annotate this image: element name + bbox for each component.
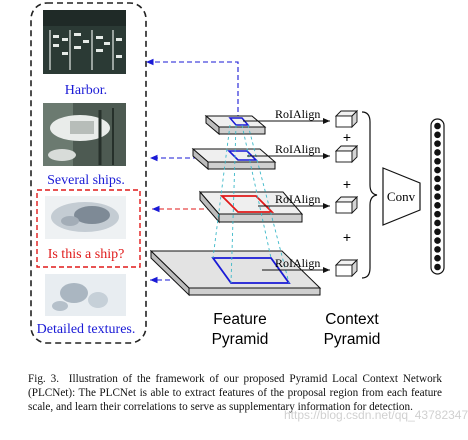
- plus-icon-3: +: [343, 229, 351, 245]
- output-vector-dot: [434, 254, 441, 262]
- feature-map-level-4: [149, 249, 322, 297]
- output-vector-dot: [434, 122, 441, 130]
- output-vector-dot: [434, 246, 441, 253]
- left-panel-dashed-frame: [30, 2, 147, 344]
- blue-dashed-arrows: [146, 58, 239, 284]
- roialign-label-2: RoIAlign: [275, 142, 320, 156]
- output-vector-dot: [434, 149, 441, 156]
- context-feature-box-3: [334, 195, 359, 215]
- output-vector-dot: [434, 202, 441, 209]
- output-vector-dot: [434, 237, 441, 244]
- roialign-arrows: [243, 118, 330, 273]
- figure-caption: Fig. 3. Illustration of the framework of…: [28, 372, 442, 414]
- output-vector-dot: [434, 131, 441, 139]
- proposal-ship-image: [45, 196, 126, 239]
- roialign-label-4: RoIAlign: [275, 256, 320, 270]
- roialign-label-1: RoIAlign: [275, 107, 320, 121]
- label-harbor: Harbor.: [65, 83, 107, 98]
- several-ships-image: [43, 103, 126, 166]
- feature-map-level-2: [191, 147, 277, 171]
- context-feature-box-2: [334, 144, 359, 164]
- output-vector-dot: [434, 140, 441, 147]
- output-vector-dot: [434, 157, 441, 165]
- conv-label: Conv: [387, 189, 416, 204]
- output-vector-dot: [434, 210, 441, 218]
- watermark: https://blog.csdn.net/qq_43782347: [284, 408, 468, 422]
- plus-icon-2: +: [343, 176, 351, 192]
- output-vector-dot: [434, 193, 441, 200]
- output-vector-dot: [434, 228, 441, 236]
- roi-box-level-3: [219, 195, 275, 213]
- context-brace: [361, 111, 378, 279]
- context-feature-box-1: [334, 109, 359, 129]
- detailed-textures-image: [45, 274, 126, 316]
- proposal-dashed-box: [36, 189, 141, 268]
- context-pyramid-label-line2: Pyramid: [324, 331, 381, 348]
- feature-map-level-1: [204, 114, 267, 136]
- output-vector-dot: [434, 175, 441, 183]
- output-vector-dot: [434, 219, 441, 227]
- projection-lines: [212, 124, 290, 284]
- feature-pyramid-label-line2: Pyramid: [212, 331, 269, 348]
- label-detailed-textures: Detailed textures.: [37, 322, 136, 337]
- output-vector-dots: [434, 122, 441, 271]
- output-vector-dot: [434, 166, 441, 174]
- label-is-this-a-ship: Is this a ship?: [48, 247, 125, 262]
- figure-caption-text: Illustration of the framework of our pro…: [28, 373, 442, 413]
- plus-icon-1: +: [343, 129, 351, 145]
- roialign-label-3: RoIAlign: [275, 192, 320, 206]
- context-pyramid-label-line1: Context: [325, 311, 379, 328]
- feature-pyramid-label-line1: Feature: [213, 311, 266, 328]
- pyramid-local-context-diagram: Harbor. Several ships. Is this a ship? D…: [30, 2, 445, 348]
- context-feature-box-4: [334, 258, 359, 278]
- label-several-ships: Several ships.: [47, 173, 125, 188]
- harbor-image: [43, 10, 126, 74]
- figure-caption-label: Fig. 3.: [28, 373, 59, 385]
- conv-block: [382, 167, 421, 226]
- output-vector-dot: [434, 263, 441, 271]
- feature-map-level-3: [198, 190, 304, 224]
- output-vector-dot: [434, 184, 441, 191]
